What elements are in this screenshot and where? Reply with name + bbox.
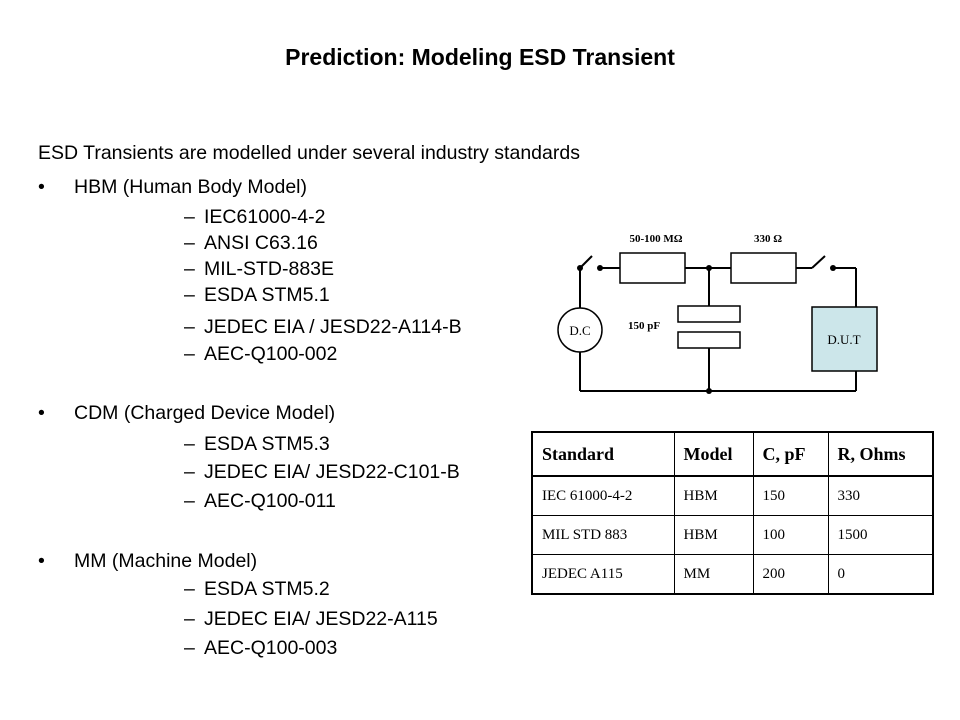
- dash-symbol: –: [184, 461, 195, 483]
- list-item: –AEC-Q100-002: [184, 343, 337, 366]
- list-item-text: JEDEC EIA / JESD22-A114-B: [204, 316, 462, 338]
- dc-source: [557, 307, 603, 353]
- junction-dot: [830, 265, 836, 271]
- table-cell: 150: [752, 475, 829, 516]
- list-item: –ESDA STM5.2: [184, 578, 330, 601]
- table-cell: 100: [752, 515, 829, 555]
- bullet-dot: •: [38, 402, 45, 424]
- intro-text: ESD Transients are modelled under severa…: [38, 142, 580, 164]
- list-item: –JEDEC EIA/ JESD22-A115: [184, 608, 438, 631]
- bullet-dot: •: [38, 176, 45, 198]
- table-cell: 1500: [827, 515, 934, 555]
- header-capacitance: C, pF: [752, 431, 829, 477]
- table-cell: IEC 61000-4-2: [531, 475, 675, 516]
- list-item-text: JEDEC EIA/ JESD22-C101-B: [204, 461, 460, 483]
- header-model: Model: [673, 431, 754, 477]
- table-cell: MIL STD 883: [531, 515, 675, 555]
- dash-symbol: –: [184, 578, 195, 600]
- bullet-hbm: • HBM (Human Body Model): [38, 176, 307, 199]
- header-standard: Standard: [531, 431, 675, 477]
- switch-right: [811, 255, 826, 269]
- list-item-text: ESDA STM5.2: [204, 578, 330, 600]
- list-item-text: ANSI C63.16: [204, 232, 318, 254]
- list-item: –JEDEC EIA/ JESD22-C101-B: [184, 461, 460, 484]
- header-resistance: R, Ohms: [827, 431, 934, 477]
- list-item-text: ESDA STM5.3: [204, 433, 330, 455]
- table-cell: MM: [673, 554, 754, 595]
- list-item: –MIL-STD-883E: [184, 258, 334, 281]
- list-item: –ANSI C63.16: [184, 232, 318, 255]
- list-item-text: AEC-Q100-011: [204, 490, 336, 512]
- dash-symbol: –: [184, 316, 195, 338]
- list-item: –ESDA STM5.3: [184, 433, 330, 456]
- list-item-text: ESDA STM5.1: [204, 284, 330, 306]
- dash-symbol: –: [184, 343, 195, 365]
- table-cell: HBM: [673, 515, 754, 555]
- list-item: –ESDA STM5.1: [184, 284, 330, 307]
- dash-symbol: –: [184, 433, 195, 455]
- dash-symbol: –: [184, 258, 195, 280]
- bullet-label: HBM (Human Body Model): [74, 176, 307, 198]
- dut-label: D.U.T: [827, 332, 860, 347]
- list-item-text: AEC-Q100-002: [204, 343, 338, 365]
- junction-dot: [706, 265, 712, 271]
- bullet-cdm: • CDM (Charged Device Model): [38, 402, 335, 425]
- junction-dot: [706, 388, 712, 394]
- junction-dot: [597, 265, 603, 271]
- list-item-text: IEC61000-4-2: [204, 206, 326, 228]
- table-cell: 330: [827, 475, 934, 516]
- dash-symbol: –: [184, 608, 195, 630]
- dash-symbol: –: [184, 284, 195, 306]
- list-item-text: MIL-STD-883E: [204, 258, 335, 280]
- list-item: –JEDEC EIA / JESD22-A114-B: [184, 316, 462, 339]
- resistor-2: [730, 252, 797, 284]
- list-item: –AEC-Q100-003: [184, 637, 337, 660]
- dash-symbol: –: [184, 490, 195, 512]
- table-cell: HBM: [673, 475, 754, 516]
- bullet-mm: • MM (Machine Model): [38, 550, 257, 573]
- junction-dot: [577, 265, 583, 271]
- dut-box: [811, 306, 878, 372]
- resistor-2-label: 330 Ω: [754, 233, 782, 245]
- table-row: MIL STD 883 HBM 100 1500: [531, 515, 934, 555]
- dc-source-label: D.C: [569, 323, 590, 338]
- list-item: –AEC-Q100-011: [184, 490, 336, 513]
- dash-symbol: –: [184, 232, 195, 254]
- list-item-text: JEDEC EIA/ JESD22-A115: [204, 608, 438, 630]
- list-item: –IEC61000-4-2: [184, 206, 325, 229]
- table-row: IEC 61000-4-2 HBM 150 330: [531, 475, 934, 516]
- standards-table: Standard Model C, pF R, Ohms IEC 61000-4…: [531, 431, 934, 595]
- table-header-row: Standard Model C, pF R, Ohms: [531, 431, 934, 477]
- slide-title: Prediction: Modeling ESD Transient: [285, 44, 675, 70]
- dash-symbol: –: [184, 637, 195, 659]
- capacitor-label: 150 pF: [628, 320, 660, 332]
- table-row: JEDEC A115 MM 200 0: [531, 554, 934, 595]
- list-item-text: AEC-Q100-003: [204, 637, 338, 659]
- table-cell: 0: [827, 554, 934, 595]
- bullet-dot: •: [38, 550, 45, 572]
- resistor-1: [619, 252, 686, 284]
- esd-circuit-diagram: 50-100 MΩ 330 Ω 150 pF D.C D.U.T: [557, 233, 878, 394]
- bullet-label: CDM (Charged Device Model): [74, 402, 336, 424]
- resistor-1-label: 50-100 MΩ: [629, 233, 682, 245]
- capacitor-plate-top: [677, 305, 741, 323]
- table-cell: 200: [752, 554, 829, 595]
- capacitor-plate-bottom: [677, 331, 741, 349]
- bullet-label: MM (Machine Model): [74, 550, 258, 572]
- dash-symbol: –: [184, 206, 195, 228]
- table-cell: JEDEC A115: [531, 554, 675, 595]
